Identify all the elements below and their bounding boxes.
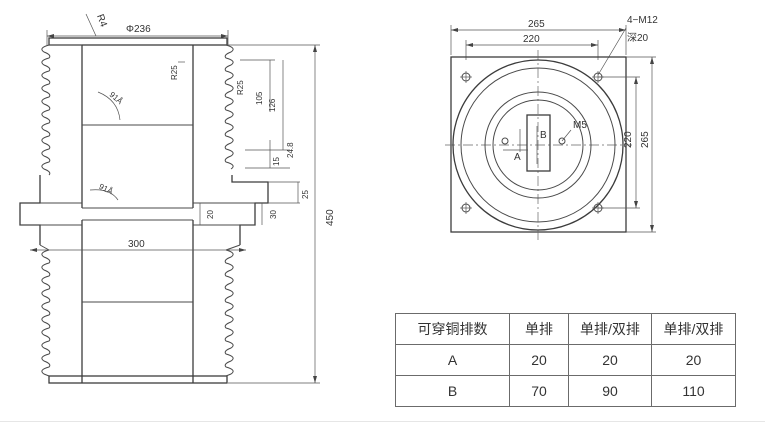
table-cell: 单排/双排 xyxy=(568,313,652,345)
r4-label: R4 xyxy=(94,13,109,29)
dim-105: 105 xyxy=(255,91,264,105)
table-cell: 可穿铜排数 xyxy=(395,313,510,345)
table-cell: 单排 xyxy=(509,313,569,345)
table-cell: 70 xyxy=(509,375,569,407)
dim-a-label: A xyxy=(514,152,521,163)
bolt-depth-label: 深20 xyxy=(627,32,649,44)
flange-gap-label: 20 xyxy=(206,210,215,219)
dim-30: 30 xyxy=(269,210,278,219)
height-inner-label: 220 xyxy=(623,131,634,148)
table-cell: 20 xyxy=(509,344,569,376)
flange-width-label: 300 xyxy=(128,239,145,250)
copper-bar-spec-table: 可穿铜排数 单排 单排/双排 单排/双排 A 20 20 20 B 70 90 … xyxy=(395,313,736,407)
table-cell: 110 xyxy=(651,375,736,407)
side-view: R4 Φ236 91Å 91Å xyxy=(19,13,336,384)
dim-25: 25 xyxy=(301,190,310,199)
copper-bar-slot xyxy=(526,114,551,172)
table-cell: 20 xyxy=(568,344,652,376)
table-cell: B xyxy=(395,375,510,407)
height-outer-label: 265 xyxy=(640,131,651,148)
dim-126: 126 xyxy=(268,98,277,112)
dim-24-8: 24.8 xyxy=(286,142,295,158)
table-row: B 70 90 110 xyxy=(395,375,736,407)
r25-top-label: R25 xyxy=(170,65,179,80)
table-header-row: 可穿铜排数 单排 单排/双排 单排/双排 xyxy=(395,313,736,345)
top-view: 265 220 4−M12 深20 A B xyxy=(445,15,658,240)
dim-450: 450 xyxy=(325,209,336,226)
dim-15: 15 xyxy=(272,157,281,166)
width-outer-label: 265 xyxy=(528,19,545,30)
width-inner-label: 220 xyxy=(523,34,540,45)
table-cell: 90 xyxy=(568,375,652,407)
table-cell: 20 xyxy=(651,344,736,376)
table-cell: 单排/双排 xyxy=(651,313,736,345)
thread-label: M5 xyxy=(573,120,587,131)
divider xyxy=(0,421,765,422)
angle-top-label: 91Å xyxy=(108,90,125,106)
phi236-label: Φ236 xyxy=(126,24,151,35)
dim-b-label: B xyxy=(540,130,547,141)
r25-side-label: R25 xyxy=(236,80,245,95)
bolt-spec-label: 4−M12 xyxy=(627,15,658,26)
table-row: A 20 20 20 xyxy=(395,344,736,376)
table-cell: A xyxy=(395,344,510,376)
mounting-plate xyxy=(450,56,627,233)
